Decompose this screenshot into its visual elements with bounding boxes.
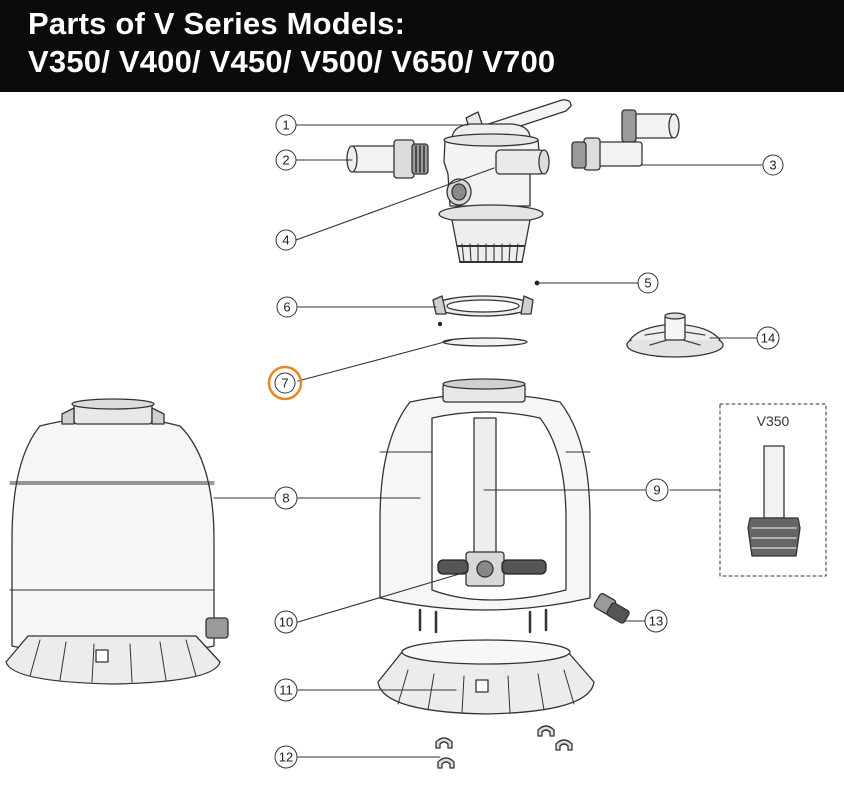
callout-7: 7 [281,376,288,391]
callout-12: 12 [279,750,293,765]
callout-8-circle [274,486,298,510]
callout-4: 4 [282,233,289,248]
exploded-parts-diagram: 1 2 3 4 5 6 7 8 9 10 11 12 13 14 V350 [5,99,827,769]
callout-14: 14 [761,331,775,346]
multiport-valve [438,99,572,263]
callout-11: 11 [279,683,293,698]
callout-11-circle [274,678,298,702]
filter-tank-assembled [5,398,229,685]
diffuser-cap [626,312,724,358]
callout-3: 3 [769,158,776,173]
callout-3-circle [762,154,784,176]
callout-7-highlight-ring [267,365,303,401]
union-fitting-left [346,139,429,179]
callout-13-circle [644,609,668,633]
callout-8: 8 [282,491,289,506]
callout-12-circle [274,745,298,769]
callout-5: 5 [644,276,651,291]
callout-5-circle [637,272,659,294]
callout-1-circle [275,114,297,136]
page-title: Parts of V Series Models: [28,6,406,41]
base-clips [435,725,573,769]
callout-10: 10 [279,615,293,630]
union-fittings-right [571,109,680,171]
callout-1: 1 [282,118,289,133]
callout-13: 13 [649,614,663,629]
callout-10-circle [274,610,298,634]
filter-tank-cutaway [379,378,591,634]
leader-lines [213,124,763,758]
model-list: V350/ V400/ V450/ V500/ V650/ V700 [28,44,556,79]
callout-2-circle [275,149,297,171]
valve-clamp [432,295,534,317]
callout-9: 9 [653,483,660,498]
callout-9-circle [645,478,669,502]
callout-14-circle [756,326,780,350]
callout-7-circle [274,372,296,394]
callout-6-circle [276,296,298,318]
callout-2: 2 [282,153,289,168]
drain-plug [593,593,630,624]
variant-label: V350 [757,413,790,429]
callout-4-circle [275,229,297,251]
callout-6: 6 [283,300,290,315]
title-banner: Parts of V Series Models: V350/ V400/ V4… [0,0,844,92]
v350-variant-inset [719,403,827,577]
tank-base-stand [377,639,595,715]
callout-labels [267,114,784,769]
tank-o-ring [442,337,528,347]
